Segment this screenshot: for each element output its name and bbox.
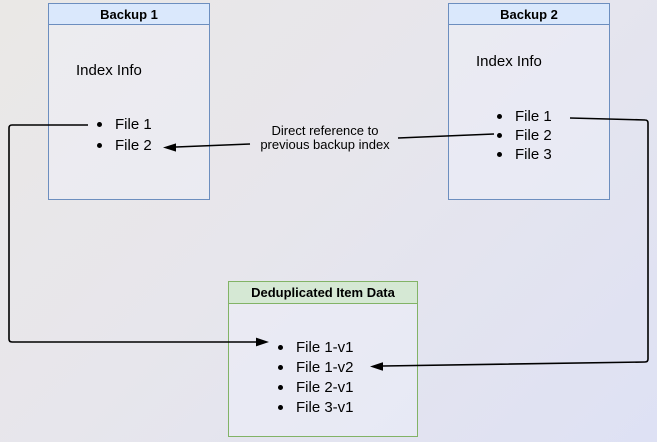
bullet-dot-icon bbox=[278, 404, 283, 410]
connector-label-line1: Direct reference to bbox=[271, 123, 379, 138]
backup2-title: Backup 2 bbox=[500, 6, 558, 22]
list-item: File 2 bbox=[97, 135, 152, 156]
file-label: File 2 bbox=[515, 127, 552, 144]
file-label: File 3-v1 bbox=[296, 398, 354, 416]
connector-label: Direct reference to previous backup inde… bbox=[245, 124, 405, 152]
bullet-dot-icon bbox=[497, 152, 502, 157]
bullet-dot-icon bbox=[97, 143, 102, 148]
backup2-subtitle: Index Info bbox=[476, 53, 542, 70]
bullet-dot-icon bbox=[97, 122, 102, 127]
list-item: File 2 bbox=[497, 126, 552, 145]
list-item: File 1 bbox=[97, 114, 152, 135]
list-item: File 1-v2 bbox=[278, 357, 354, 377]
backup2-node: Backup 2 Index Info File 1 File 2 File 3 bbox=[448, 3, 610, 200]
bullet-dot-icon bbox=[497, 114, 502, 119]
backup1-subtitle: Index Info bbox=[76, 62, 142, 79]
bullet-dot-icon bbox=[278, 364, 283, 370]
bullet-dot-icon bbox=[278, 384, 283, 390]
list-item: File 2-v1 bbox=[278, 377, 354, 397]
file-label: File 2 bbox=[115, 137, 152, 154]
file-label: File 3 bbox=[515, 146, 552, 163]
backup1-file-list: File 1 File 2 bbox=[97, 114, 152, 156]
backup2-header: Backup 2 bbox=[449, 4, 609, 25]
backup1-title: Backup 1 bbox=[100, 6, 158, 22]
list-item: File 3-v1 bbox=[278, 397, 354, 417]
backup1-header: Backup 1 bbox=[49, 4, 209, 25]
dedup-file-list: File 1-v1 File 1-v2 File 2-v1 File 3-v1 bbox=[278, 337, 354, 417]
file-label: File 1-v1 bbox=[296, 338, 354, 356]
dedup-title: Deduplicated Item Data bbox=[251, 285, 395, 300]
dedup-header: Deduplicated Item Data bbox=[229, 282, 417, 304]
dedup-node: Deduplicated Item Data File 1-v1 File 1-… bbox=[228, 281, 418, 437]
file-label: File 1 bbox=[515, 108, 552, 125]
file-label: File 1 bbox=[115, 116, 152, 133]
list-item: File 3 bbox=[497, 145, 552, 164]
connector-label-line2: previous backup index bbox=[260, 137, 390, 152]
backup1-node: Backup 1 Index Info File 1 File 2 bbox=[48, 3, 210, 200]
file-label: File 1-v2 bbox=[296, 358, 354, 376]
bullet-dot-icon bbox=[278, 344, 283, 350]
bullet-dot-icon bbox=[497, 133, 502, 138]
list-item: File 1-v1 bbox=[278, 337, 354, 357]
file-label: File 2-v1 bbox=[296, 378, 354, 396]
backup2-file-list: File 1 File 2 File 3 bbox=[497, 107, 552, 164]
list-item: File 1 bbox=[497, 107, 552, 126]
